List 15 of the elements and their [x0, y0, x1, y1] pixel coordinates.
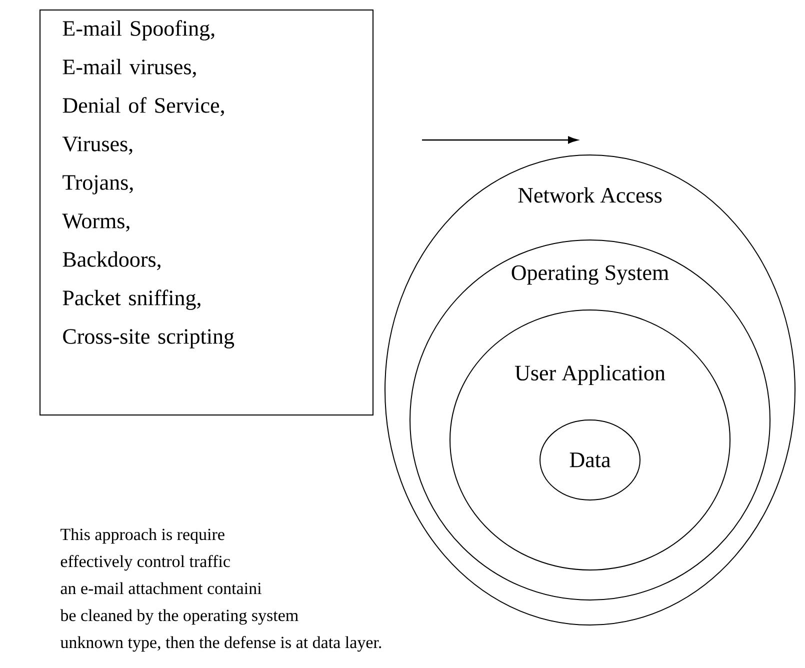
list-item: Cross-site scripting	[63, 329, 234, 348]
paragraph-line: This approach is require	[60, 528, 224, 544]
list-item: E-mail viruses,	[62, 58, 196, 78]
list-item: E-mail Spoofing,	[62, 20, 214, 40]
list-item: Packet sniffing,	[62, 290, 200, 310]
paragraph-line: an e-mail attachment containi	[60, 582, 262, 594]
list-item: Viruses,	[62, 136, 132, 155]
paragraph-line: be cleaned by the operating system	[60, 609, 298, 625]
paragraph-line: unknown type, then the defense is at data layer.	[60, 636, 382, 652]
list-item: Worms,	[62, 214, 130, 232]
list-item: Backdoors,	[62, 251, 160, 270]
threat-list-box	[40, 9, 374, 416]
list-item: Trojans,	[62, 175, 133, 194]
paragraph-line: effectively control traffic	[60, 555, 230, 571]
list-item: Denial of Service,	[62, 97, 224, 116]
